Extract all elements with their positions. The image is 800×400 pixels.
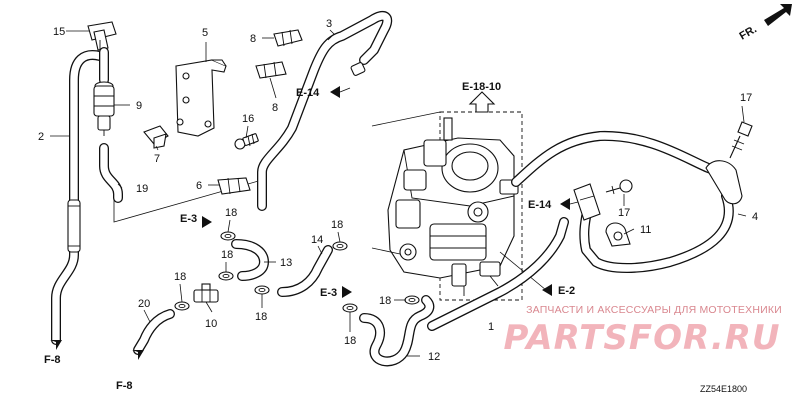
hose-14 bbox=[277, 245, 333, 297]
ref-f-8-left: F-8 bbox=[44, 354, 61, 366]
joint-10 bbox=[193, 283, 219, 303]
carburetor-assembly-1 bbox=[371, 111, 523, 301]
bracket-5 bbox=[175, 59, 227, 137]
clip-11 bbox=[605, 222, 631, 247]
bolt-17-upper bbox=[729, 121, 753, 159]
ref-e-3-lower: E-3 bbox=[320, 287, 337, 299]
callout-16: 16 bbox=[242, 113, 254, 125]
clamp-18-f bbox=[342, 303, 358, 313]
callout-2: 2 bbox=[38, 131, 44, 143]
bolt-17-lower bbox=[605, 179, 633, 195]
clip-6 bbox=[217, 177, 251, 195]
clamp-18-e bbox=[254, 285, 270, 295]
callout-1: 1 bbox=[488, 321, 494, 333]
callout-18-f: 18 bbox=[344, 335, 356, 347]
callout-7: 7 bbox=[154, 153, 160, 165]
ref-f-8-lower: F-8 bbox=[116, 380, 133, 392]
ref-e-3-upper: E-3 bbox=[180, 213, 197, 225]
hose-12 bbox=[359, 295, 435, 367]
clamp-18-d bbox=[174, 301, 190, 311]
callout-17-upper: 17 bbox=[740, 92, 752, 104]
hose-20 bbox=[133, 309, 175, 355]
hose-1 bbox=[427, 217, 569, 331]
clip-7 bbox=[143, 125, 169, 149]
leader-19-to-hose-3 bbox=[113, 179, 263, 223]
callout-14: 14 bbox=[311, 234, 323, 246]
clamp-18-a bbox=[220, 231, 236, 241]
direction-label: FR. bbox=[738, 23, 759, 42]
hose-2 bbox=[51, 50, 105, 345]
fuel-filter-9 bbox=[93, 47, 115, 136]
callout-18-b: 18 bbox=[331, 219, 343, 231]
front-direction-arrow bbox=[764, 4, 792, 26]
callout-10: 10 bbox=[205, 318, 217, 330]
clamp-18-g bbox=[404, 295, 420, 305]
callout-20: 20 bbox=[138, 298, 150, 310]
callout-11: 11 bbox=[640, 224, 651, 236]
leader-assembly-left bbox=[371, 247, 401, 255]
callout-8-lower: 8 bbox=[272, 102, 278, 114]
up-arrow-e-18-10 bbox=[468, 91, 496, 113]
hose-4-lower-fitting bbox=[573, 183, 601, 221]
leader-assembly-to-e2 bbox=[499, 251, 547, 291]
callout-12: 12 bbox=[428, 351, 440, 363]
ref-e-2: E-2 bbox=[558, 285, 575, 297]
callout-18-c: 18 bbox=[221, 249, 233, 261]
callout-18-d: 18 bbox=[174, 271, 186, 283]
callout-3: 3 bbox=[326, 18, 332, 30]
ref-e-14-right: E-14 bbox=[528, 199, 552, 211]
clamp-18-b bbox=[332, 241, 348, 251]
clip-15 bbox=[87, 21, 117, 52]
callout-9: 9 bbox=[136, 100, 142, 112]
callout-18-e: 18 bbox=[255, 311, 267, 323]
clamp-18-c bbox=[218, 271, 234, 281]
hose-4 bbox=[511, 130, 743, 273]
leader-lines bbox=[50, 29, 747, 357]
bolt-16 bbox=[234, 133, 259, 150]
diagram-code: ZZ54E1800 bbox=[700, 384, 748, 394]
callout-13: 13 bbox=[280, 257, 292, 269]
hose-3 bbox=[257, 10, 393, 211]
callout-15: 15 bbox=[53, 26, 65, 38]
watermark-logo: PARTSFOR.RU bbox=[503, 318, 781, 358]
callout-17-lower: 17 bbox=[618, 207, 630, 219]
ref-e-14-upper: E-14 bbox=[296, 87, 320, 99]
hose-19 bbox=[99, 143, 123, 203]
callout-4: 4 bbox=[752, 211, 758, 223]
hose-13 bbox=[231, 239, 269, 281]
callout-19: 19 bbox=[136, 183, 148, 195]
callout-5: 5 bbox=[202, 27, 208, 39]
ref-e-18-10: E-18-10 bbox=[462, 81, 501, 93]
callout-8-upper: 8 bbox=[250, 33, 256, 45]
callout-18-a: 18 bbox=[225, 207, 237, 219]
callout-18-g: 18 bbox=[379, 295, 391, 307]
hose-2-protector bbox=[67, 199, 81, 253]
hose-4-elbow-fitting bbox=[705, 160, 743, 205]
callout-6: 6 bbox=[196, 180, 202, 192]
clip-8-upper bbox=[273, 29, 303, 47]
clip-8-lower bbox=[255, 61, 287, 79]
watermark-text: ЗАПЧАСТИ И АКСЕССУАРЫ ДЛЯ МОТОТЕХНИКИ bbox=[526, 304, 782, 316]
ref-arrows bbox=[50, 86, 579, 360]
